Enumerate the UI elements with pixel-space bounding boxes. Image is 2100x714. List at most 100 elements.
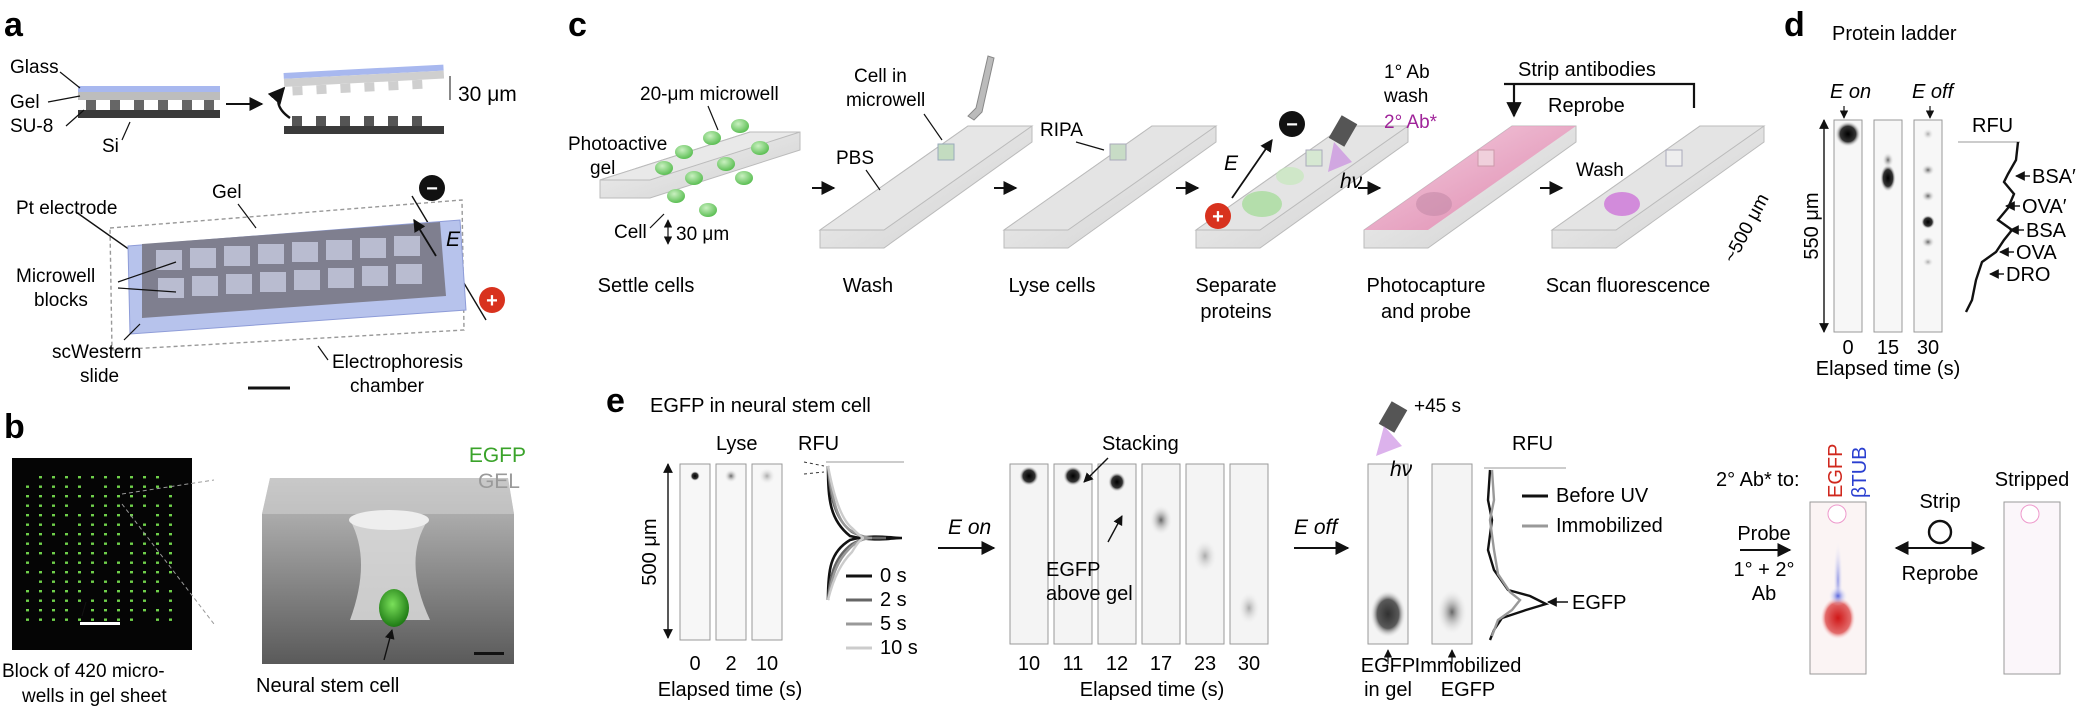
gel-leader: [47, 95, 81, 103]
microwell-dot: [169, 618, 172, 621]
microwell-dot: [26, 514, 29, 517]
microwell-dot: [169, 599, 172, 602]
slab-lyse-top: [1002, 125, 1218, 231]
microwell-dot: [91, 609, 94, 612]
microwell-dot: [91, 514, 94, 517]
rfu-curve-0s: [826, 465, 903, 601]
label-rfu-e1: RFU: [798, 433, 839, 455]
microwell-dot: [91, 476, 94, 479]
separation-spot-5: [1192, 538, 1218, 574]
label-egfp-red: EGFP: [1825, 444, 1847, 498]
microwell-dot: [78, 533, 81, 536]
label-probe-ab-1: 1° + 2°: [1733, 559, 1794, 581]
microwell-dot: [91, 495, 94, 498]
minus-terminal: [419, 175, 445, 201]
microwell-dot: [78, 571, 81, 574]
microwell-dot: [104, 495, 107, 498]
ladder-bands-30: [1921, 128, 1935, 267]
uv-lamp-e: [1378, 401, 1408, 433]
cells-settle: [655, 119, 769, 217]
label-strip: Strip antibodies: [1518, 59, 1656, 81]
microwell-dot: [52, 609, 55, 612]
microwell-dot: [65, 580, 68, 583]
microwell-dot: [143, 476, 146, 479]
microwell-dot: [117, 523, 120, 526]
legend-gel: GEL: [478, 470, 520, 493]
step-caption-4: Separate: [1195, 275, 1276, 297]
rfu-curve-5s: [826, 465, 873, 601]
microwell-dot: [169, 561, 172, 564]
microwell-dot: [104, 618, 107, 621]
label-imm-2: EGFP: [1441, 679, 1495, 701]
label-reprobe-e: Reprobe: [1902, 563, 1979, 585]
panel-a: a Glass Gel SU-8 Si 30 μm: [4, 6, 517, 397]
microwell-dot: [130, 485, 133, 488]
protein-band-2: [1276, 167, 1304, 185]
rfu-trace-d: [1964, 141, 2020, 313]
microwell-dot: [65, 495, 68, 498]
microwell-dot: [78, 485, 81, 488]
gel-3d-top: [262, 478, 514, 514]
microwell-dot: [130, 504, 133, 507]
immobilized-spot: [1436, 588, 1468, 636]
tick-e1-0: 0: [689, 653, 700, 675]
e-field-arrow-c: [1231, 138, 1273, 199]
microwell-dot: [117, 476, 120, 479]
microwell-dot: [130, 552, 133, 555]
microwell-dot: [91, 533, 94, 536]
label-su8: SU-8: [10, 116, 53, 137]
legend-lysis: 0 s2 s5 s10 s: [846, 565, 918, 659]
microwell-dot: [117, 514, 120, 517]
microwell-dot: [65, 571, 68, 574]
microwell-dot: [156, 533, 159, 536]
scan-band: [1604, 192, 1640, 216]
separation-lane-4: [1141, 463, 1181, 645]
label-ripa: RIPA: [1040, 120, 1083, 141]
tick-d-30: 30: [1917, 337, 1939, 359]
tick-e2-12: 12: [1106, 653, 1128, 675]
microwell-dot: [130, 618, 133, 621]
label-egfp-gel-1: EGFP: [1361, 655, 1415, 677]
label-photoactive-1: Photoactive: [568, 134, 667, 155]
bottom-posts: [292, 116, 422, 126]
lane-15s: [1873, 119, 1903, 333]
gel-top-leader: [237, 203, 257, 229]
minus-terminal-c: [1279, 111, 1305, 137]
su8-posts: [86, 100, 214, 110]
panel-a-letter: a: [4, 6, 24, 44]
microwell-dot: [78, 599, 81, 602]
microwell-dot: [39, 523, 42, 526]
microwell-dot: [156, 476, 159, 479]
microwell-dot: [52, 552, 55, 555]
microwell-dot: [78, 495, 81, 498]
microwell-3d: [350, 520, 430, 620]
label-photoactive-2: gel: [590, 158, 615, 179]
microwell-dot: [117, 495, 120, 498]
label-length-e: 500 μm: [639, 518, 661, 585]
lysis-spot-3: [758, 467, 776, 485]
plus-terminal: [479, 287, 505, 313]
microwell-dot: [117, 599, 120, 602]
egfp-red-spot: [1820, 596, 1856, 640]
label-e-on-d: E on: [1830, 81, 1871, 103]
cell-leader: [649, 213, 665, 229]
label-gel-top: Gel: [212, 182, 242, 203]
block-leader: [81, 601, 87, 617]
label-chamber-2: chamber: [350, 376, 425, 397]
minus-sign-c: −: [1286, 114, 1298, 136]
microwell-dot: [104, 542, 107, 545]
label-hv-e: hν: [1390, 458, 1413, 481]
lysis-lane-2: [715, 463, 747, 641]
microwell-dot: [78, 580, 81, 583]
slide-leader: [123, 323, 141, 341]
separation-lane-3: [1097, 463, 1137, 645]
microwell-dot: [52, 618, 55, 621]
electrophoresis-chamber: [109, 199, 465, 351]
microwell-dot: [78, 476, 81, 479]
label-egfp-above-2: above gel: [1046, 583, 1133, 605]
step-caption-1: Settle cells: [598, 275, 695, 297]
microwell-dot: [91, 504, 94, 507]
microwell-dot: [169, 609, 172, 612]
microwell-dot: [104, 504, 107, 507]
